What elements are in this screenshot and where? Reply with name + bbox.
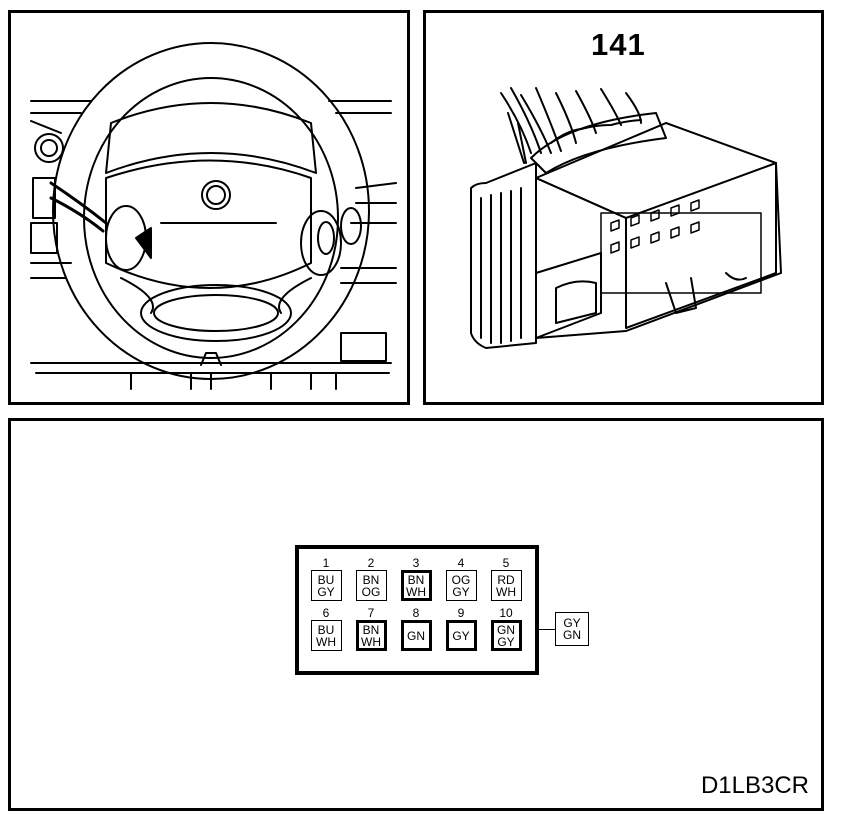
pin-number: 3 [412, 556, 420, 570]
pin-number: 1 [322, 556, 330, 570]
pin-number: 6 [322, 606, 330, 620]
wire-color-secondary: GY [452, 584, 470, 599]
reference-code: D1LB3CR [700, 772, 809, 799]
wire-color-primary: RD [497, 572, 515, 587]
external-wire-label: GY GN [555, 612, 589, 646]
wire-color-primary: BU [317, 572, 335, 587]
wire-color-primary: GN [407, 628, 425, 643]
wire-color-primary: BU [317, 622, 335, 637]
steering-wheel-illustration [30, 42, 397, 390]
wire-color-primary: BN [362, 572, 380, 587]
external-wire-color-1: GY [563, 616, 581, 630]
wire-color-secondary: WH [406, 584, 426, 599]
external-wire-color-2: GN [563, 628, 581, 642]
wire-color-primary: BN [407, 572, 425, 587]
steering-wheel-view [8, 10, 410, 405]
wire-color-secondary: WH [496, 584, 516, 599]
pin-wire-color: GY [445, 620, 477, 651]
pin-number: 10 [499, 606, 513, 620]
wire-color-primary: GN [497, 622, 515, 637]
wire-color-secondary: OG [361, 584, 381, 599]
pin-number: 5 [502, 556, 510, 570]
wire-color-secondary: GY [497, 634, 515, 649]
external-wire-lead [539, 629, 555, 630]
wire-color-secondary: WH [316, 634, 336, 649]
connector-number: 141 [591, 27, 646, 62]
pin-number: 9 [457, 606, 465, 620]
wire-color-primary: GY [452, 628, 470, 643]
wire-color-primary: OG [451, 572, 471, 587]
pin-number: 4 [457, 556, 465, 570]
connector-view: 141 [423, 10, 824, 405]
pin-number: 7 [367, 606, 375, 620]
pin-number: 2 [367, 556, 375, 570]
wire-color-primary: BN [362, 622, 380, 637]
wire-color-secondary: GY [317, 584, 335, 599]
pin-number: 8 [412, 606, 420, 620]
pin-wire-color: GN [400, 620, 432, 651]
connector-illustration [470, 87, 782, 349]
wire-color-secondary: WH [361, 634, 381, 649]
